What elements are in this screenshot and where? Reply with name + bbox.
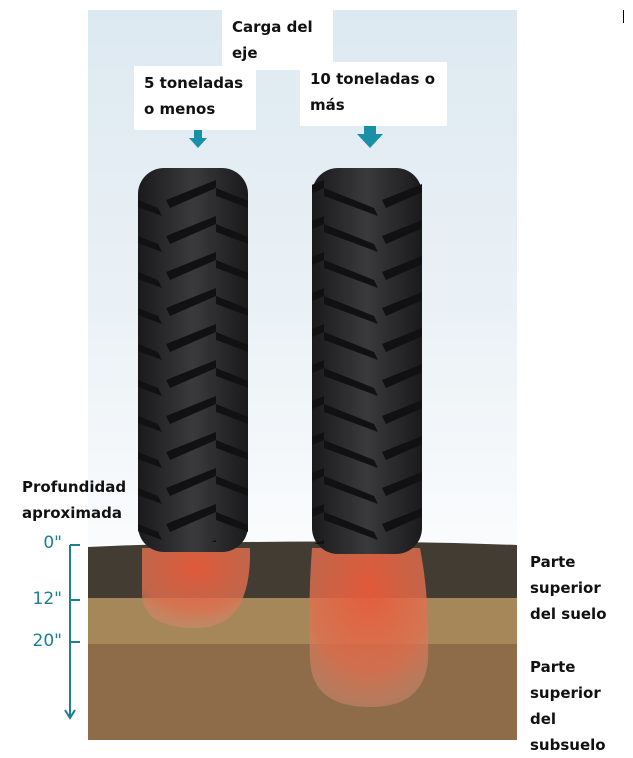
arrow-down-icon — [189, 130, 207, 148]
diagram-graphic — [64, 124, 517, 740]
light-load-label: 5 toneladas o menos — [134, 66, 256, 130]
tire-light — [138, 168, 248, 552]
depth-tick-12: 12" — [32, 589, 62, 609]
text-cursor — [623, 10, 624, 23]
tire-heavy — [312, 168, 422, 554]
compaction-zone-light — [141, 548, 251, 628]
subsoil-layer — [88, 644, 517, 740]
depth-tick-0: 0" — [43, 533, 62, 553]
topsoil-label: Parte superior del suelo — [530, 553, 607, 623]
heavy-load-label: 10 toneladas o más — [300, 62, 447, 126]
depth-axis — [64, 544, 80, 720]
depth-tick-20: 20" — [32, 631, 62, 651]
subsoil-label: Parte superior del subsuelo — [530, 658, 606, 754]
compaction-zone-heavy — [309, 548, 429, 707]
depth-title: Profundidad aproximada — [22, 478, 127, 522]
axle-load-label: Carga del eje — [222, 10, 333, 70]
arrow-down-icon-large — [357, 124, 383, 148]
